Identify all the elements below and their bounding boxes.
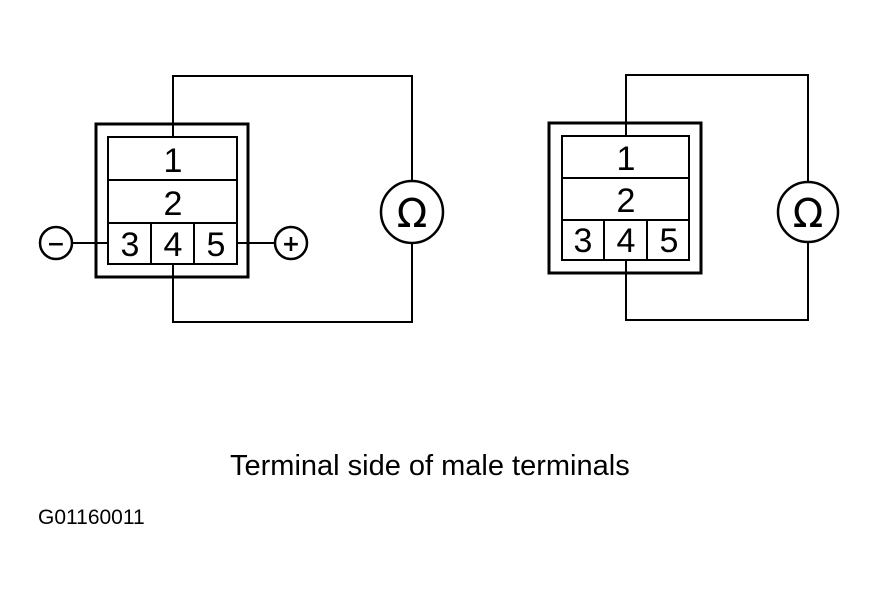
ohmmeter-circle — [776, 180, 840, 244]
diagram-caption: Terminal side of male terminals — [230, 450, 630, 482]
ohm-icon: Ω — [793, 191, 824, 237]
terminal-3-label: 3 — [121, 226, 140, 264]
terminal-1-label: 1 — [617, 140, 636, 178]
ohmmeter-circle — [379, 179, 445, 245]
terminal-2-label: 2 — [617, 182, 636, 220]
ohm-icon: Ω — [397, 191, 428, 237]
terminal-2-label: 2 — [164, 185, 183, 223]
positive-terminal-circle — [273, 225, 309, 261]
meter-wire-top — [172, 75, 413, 181]
figure-id: G01160011 — [38, 506, 145, 529]
terminal-5-label: 5 — [207, 226, 226, 264]
negative-terminal-circle — [38, 225, 74, 261]
terminal-3-label: 3 — [574, 222, 593, 260]
meter-wire-bottom — [625, 243, 809, 321]
terminal-5-label: 5 — [660, 222, 679, 260]
meter-wire-top — [625, 74, 809, 181]
minus-icon: − — [47, 232, 65, 257]
plus-icon: + — [282, 232, 300, 257]
meter-wire-bottom — [172, 243, 413, 323]
terminal-4-label: 4 — [164, 226, 183, 264]
terminal-4-label: 4 — [617, 222, 636, 260]
terminal-1-label: 1 — [164, 142, 183, 180]
connector-right: 1 2 3 4 5 Ω — [547, 74, 840, 321]
connector-left: 1 2 3 4 5 Ω − + — [38, 75, 445, 323]
